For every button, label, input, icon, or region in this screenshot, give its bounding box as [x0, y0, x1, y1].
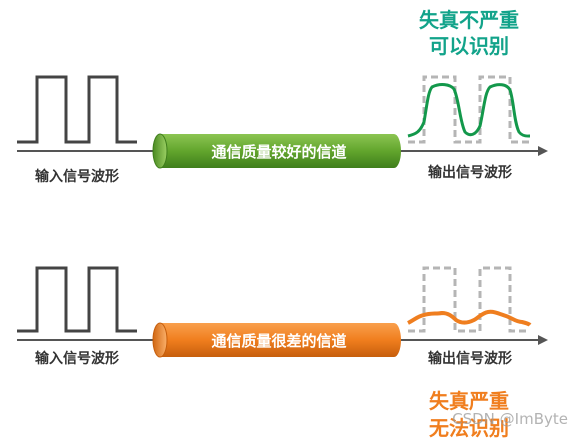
- bottom-reference-wave: [408, 266, 530, 333]
- top-input-label: 输入信号波形: [35, 168, 119, 185]
- top-input-wave: [17, 75, 137, 144]
- bottom-verdict-line1: 失真严重: [429, 389, 509, 413]
- bottom-channel: 通信质量很差的信道: [152, 322, 401, 358]
- watermark: CSDN @ImByte: [452, 410, 568, 428]
- bottom-input-label: 输入信号波形: [35, 350, 119, 367]
- bottom-channel-label: 通信质量很差的信道: [211, 332, 346, 350]
- bottom-input-wave: [17, 266, 137, 333]
- top-output-wave: [407, 83, 531, 138]
- top-row: 输入信号波形 通信质量较好的信道 输出信号波形 失真不严重 可以识别: [17, 8, 548, 185]
- bottom-row: 输入信号波形 通信质量很差的信道 输出信号波形 失真严重 无法识别: [17, 266, 548, 440]
- bottom-verdict-line2: 无法识别: [429, 416, 509, 440]
- top-verdict-line2: 可以识别: [429, 34, 509, 58]
- top-channel-label: 通信质量较好的信道: [211, 143, 346, 161]
- bottom-output-label: 输出信号波形: [428, 350, 512, 367]
- top-output-label: 输出信号波形: [428, 164, 512, 181]
- top-verdict-line1: 失真不严重: [419, 8, 519, 32]
- top-channel: 通信质量较好的信道: [152, 133, 401, 169]
- top-reference-wave: [408, 75, 530, 144]
- bottom-arrow-head-icon: [538, 335, 548, 345]
- bottom-output-wave: [407, 309, 532, 327]
- top-arrow-head-icon: [538, 146, 548, 156]
